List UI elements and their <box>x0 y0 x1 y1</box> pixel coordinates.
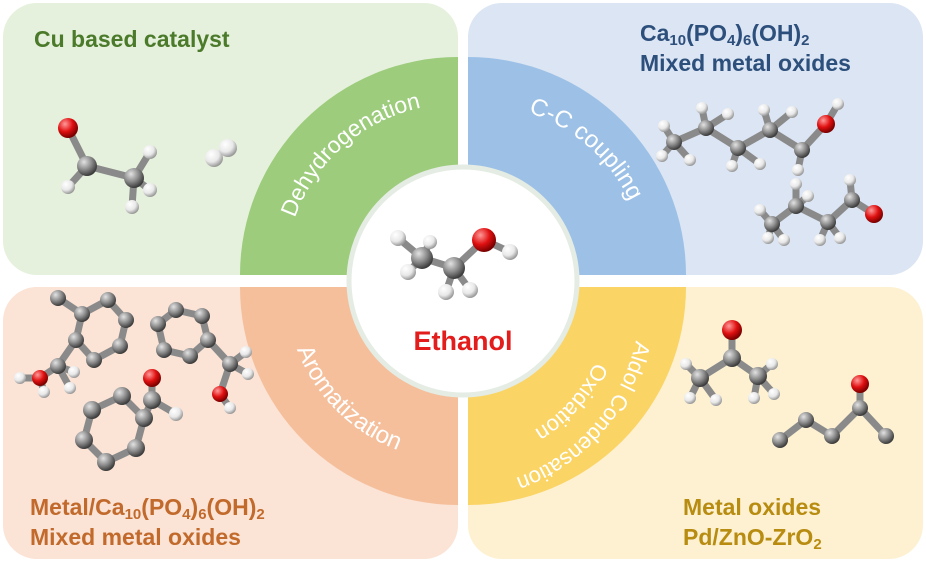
catalyst-label-bottom-right: Metal oxides Pd/ZnO-ZrO2 <box>683 492 822 552</box>
catalyst-formula-top-right: Ca10(PO4)6(OH)2 <box>640 20 810 49</box>
catalyst-mixed-oxides-top-right: Mixed metal oxides <box>640 50 851 76</box>
center-ethanol-label: Ethanol <box>413 326 513 356</box>
molecule-hydrogen <box>205 139 237 167</box>
catalyst-label-bottom-left: Metal/Ca10(PO4)6(OH)2 Mixed metal oxides <box>30 492 265 552</box>
catalyst-pd-zno-zro2: Pd/ZnO-ZrO2 <box>683 524 822 553</box>
catalyst-formula-bottom-left: Metal/Ca10(PO4)6(OH)2 <box>30 494 265 523</box>
catalyst-mixed-oxides-bottom-left: Mixed metal oxides <box>30 524 241 550</box>
catalyst-metal-oxides: Metal oxides <box>683 494 822 520</box>
catalyst-label-top-right: Ca10(PO4)6(OH)2 Mixed metal oxides <box>640 18 851 78</box>
catalyst-label-top-left: Cu based catalyst <box>34 26 230 52</box>
molecule-butanal <box>756 176 878 244</box>
